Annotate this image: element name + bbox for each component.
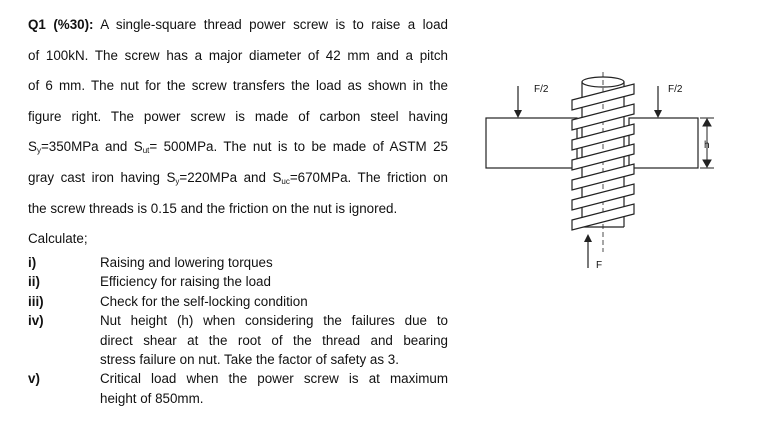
task-list: i) Raising and lowering torques ii) Effi…	[28, 253, 448, 408]
bottom-force-label: F	[596, 260, 602, 271]
power-screw-diagram: F/2 F/2 F h	[485, 72, 714, 271]
question-line-1: Q1 (%30): A single-square thread power s…	[28, 17, 448, 32]
list-item: ii) Efficiency for raising the load	[28, 272, 448, 291]
question-line-4: figure right. The power screw is made of…	[28, 108, 448, 124]
question-line-7: the screw threads is 0.15 and the fricti…	[28, 200, 398, 216]
question-line-5: Sy=350MPa and Sut= 500MPa. The nut is to…	[28, 139, 448, 156]
list-item: i) Raising and lowering torques	[28, 253, 448, 272]
question-paragraph: Q1 (%30): A single-square thread power s…	[28, 10, 448, 224]
screw-threads	[571, 83, 635, 231]
height-label: h	[704, 140, 710, 151]
list-item-text: Critical load when the power screw is at…	[100, 371, 448, 387]
list-item: v) Critical load when the power screw is…	[28, 369, 448, 408]
list-item: iii) Check for the self-locking conditio…	[28, 292, 448, 311]
list-item-text: Check for the self-locking condition	[100, 293, 308, 309]
question-line-6: gray cast iron having Sy=220MPa and Suc=…	[28, 169, 448, 186]
list-item-text: height of 850mm.	[100, 390, 204, 406]
list-item-number: iv)	[28, 313, 44, 329]
list-item-text: stress failure on nut. Take the factor o…	[100, 352, 399, 368]
left-force-arrow	[514, 86, 522, 118]
question-header: Q1 (%30):	[28, 17, 94, 32]
list-item-text: direct shear at the root of the thread a…	[100, 332, 448, 348]
question-line-3: of 6 mm. The nut for the screw transfers…	[28, 78, 448, 94]
question-text: Q1 (%30): A single-square thread power s…	[28, 10, 448, 255]
calculate-label: Calculate;	[28, 231, 88, 247]
power-screw-figure: F/2 F/2 F h	[478, 62, 748, 277]
nut-left-flange	[485, 117, 578, 169]
list-item-number: ii)	[28, 274, 40, 290]
list-item: iv) Nut height (h) when considering the …	[28, 311, 448, 369]
list-item-text: Nut height (h) when considering the fail…	[100, 313, 448, 329]
left-force-label: F/2	[534, 84, 549, 95]
nut-right-flange	[628, 117, 699, 169]
list-item-number: i)	[28, 255, 37, 270]
list-item-text: Raising and lowering torques	[100, 255, 273, 270]
list-item-text: Efficiency for raising the load	[100, 274, 271, 290]
list-item-number: iii)	[28, 293, 44, 309]
bottom-force-arrow	[584, 234, 592, 268]
height-dimension	[700, 117, 714, 169]
right-force-label: F/2	[668, 84, 683, 95]
question-line-2: of 100kN. The screw has a major diameter…	[28, 47, 448, 63]
list-item-number: v)	[28, 371, 40, 387]
right-force-arrow	[654, 86, 662, 118]
